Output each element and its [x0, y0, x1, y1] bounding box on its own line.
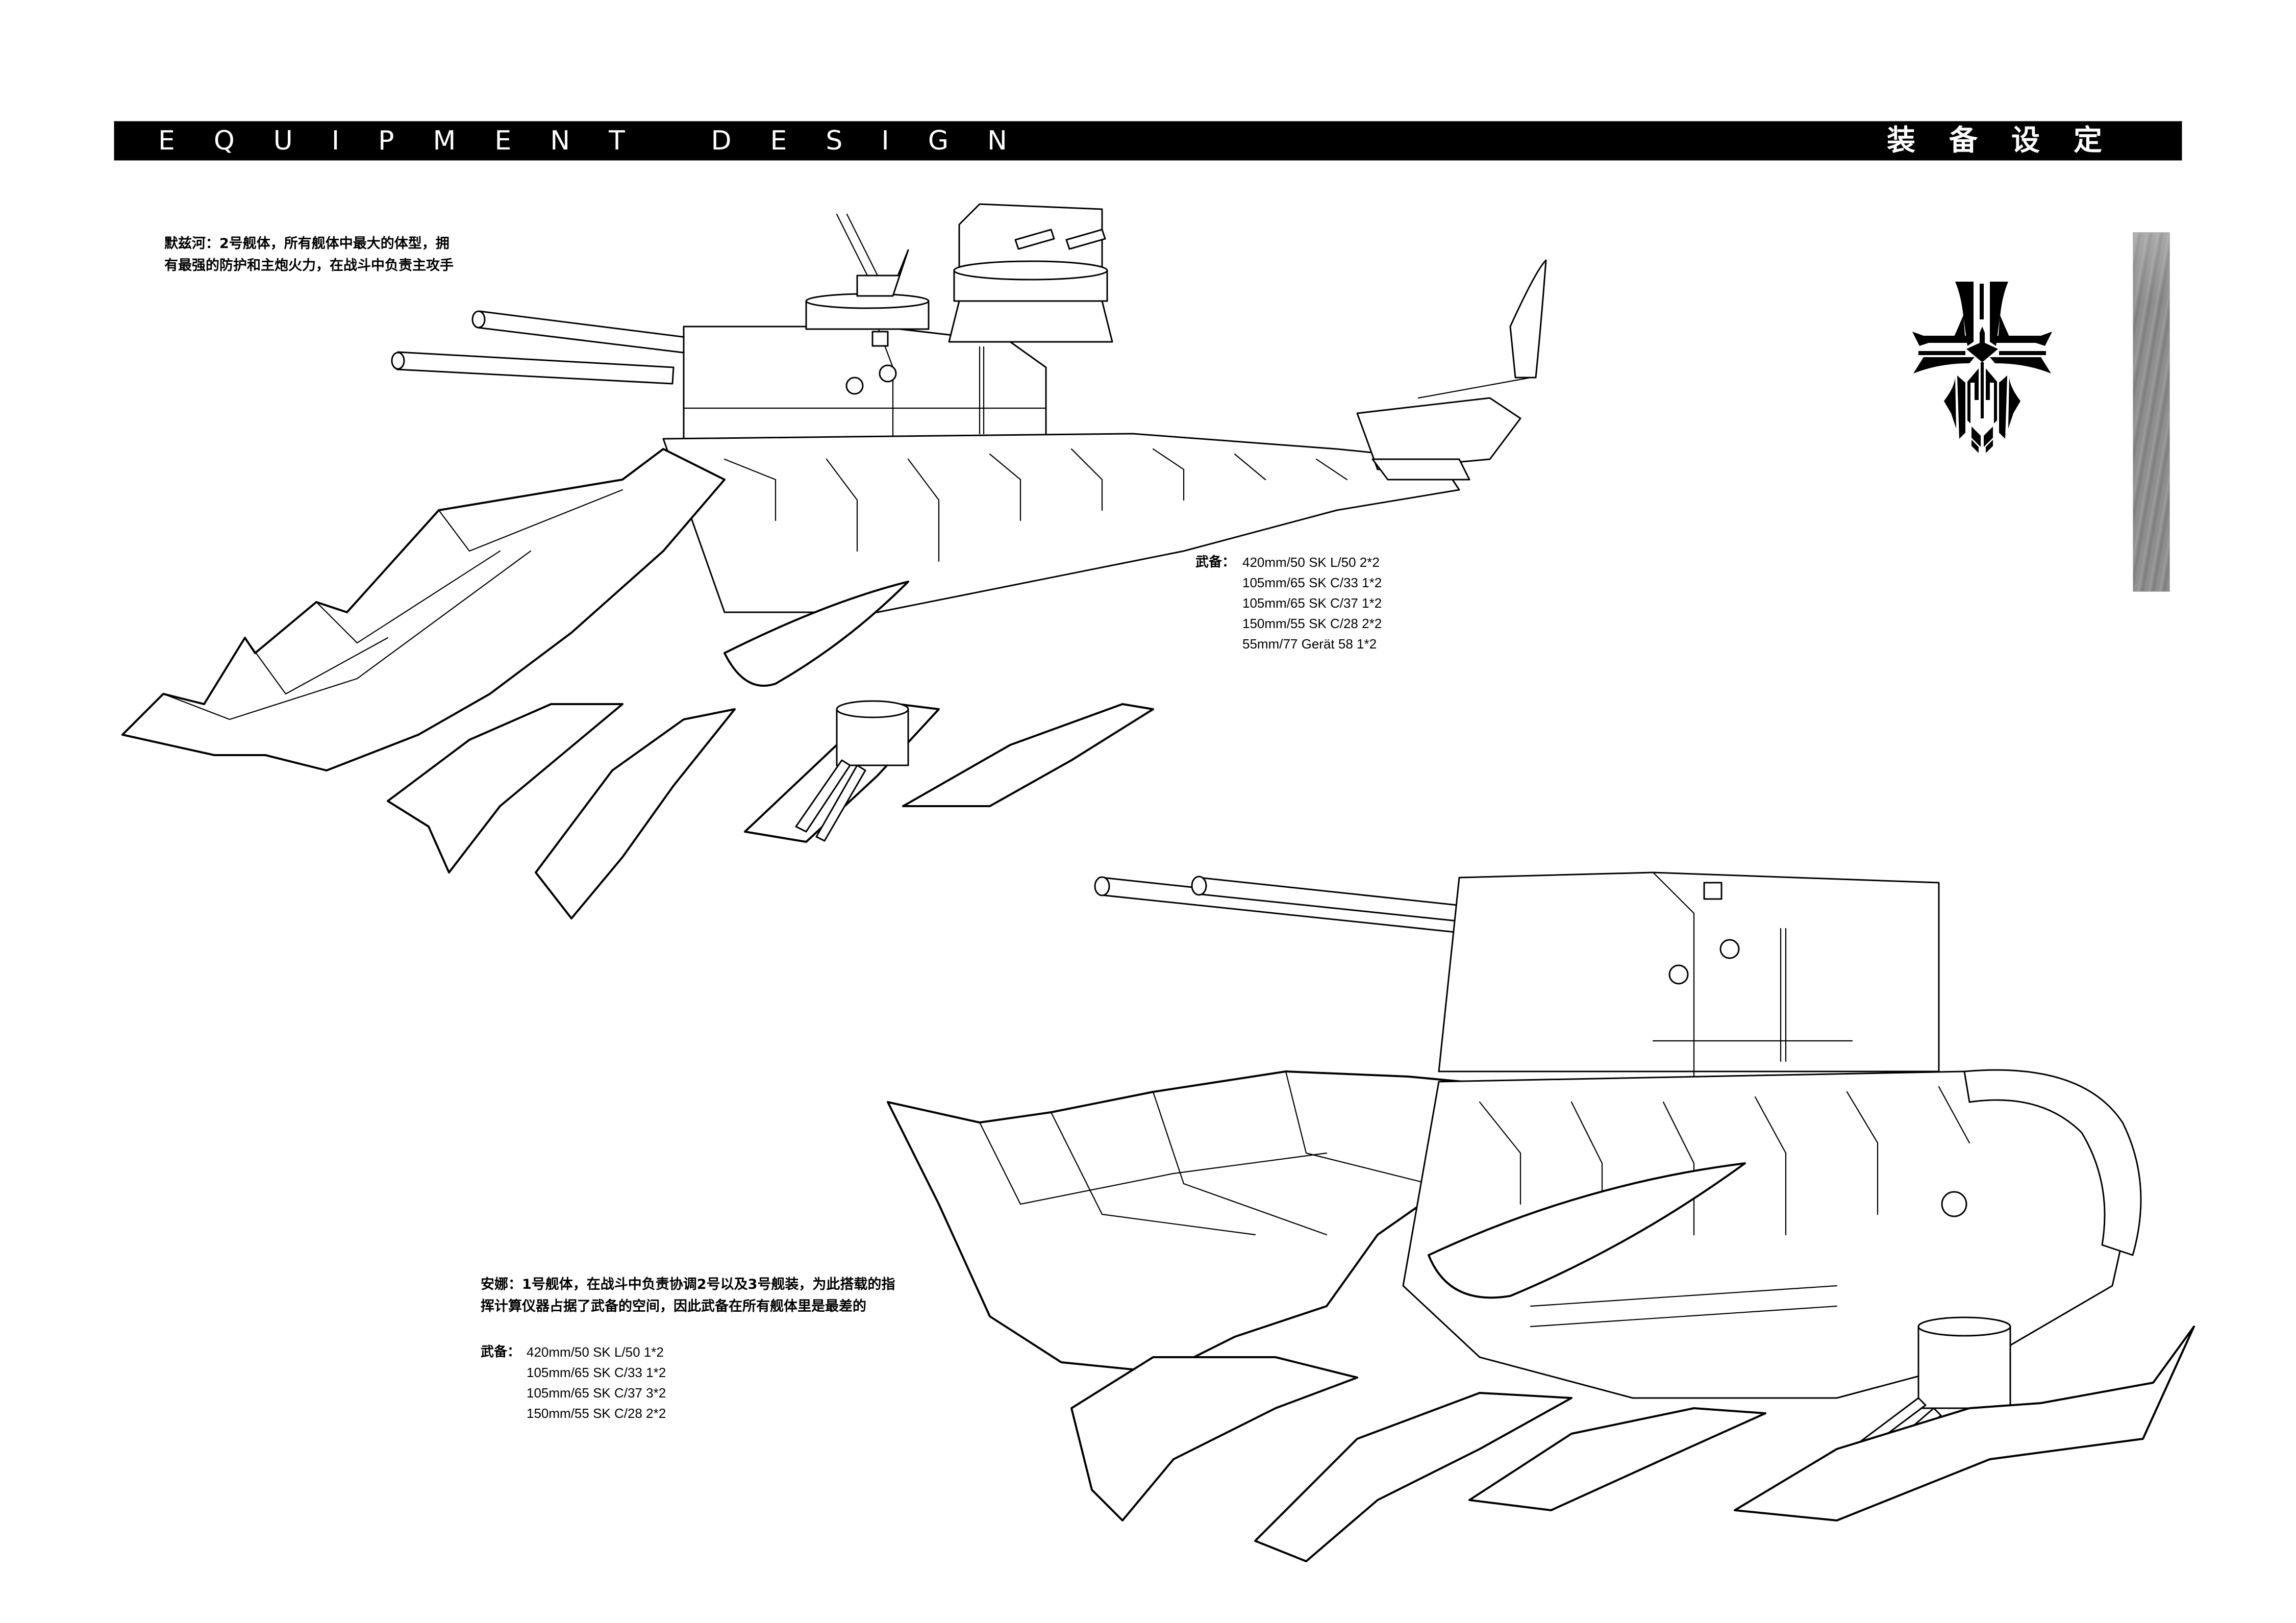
- ship-1-description-line: 安娜：1号舰体，在战斗中负责协调2号以及3号舰装，为此搭载的指: [481, 1277, 895, 1292]
- ship-1-drawing: [867, 796, 2195, 1562]
- armament-item: 420mm/50 SK L/50 2*2: [1242, 555, 1380, 570]
- ship-1-armament: 武备： 420mm/50 SK L/50 1*2 105mm/65 SK C/3…: [481, 1342, 715, 1429]
- ship-2-armament-list: 420mm/50 SK L/50 2*2 105mm/65 SK C/33 1*…: [1242, 552, 1382, 654]
- header-title-english: EQUIPMENT DESIGN: [158, 126, 1046, 156]
- main-gun-barrels: [391, 310, 715, 385]
- armament-item: 105mm/65 SK C/33 1*2: [1242, 575, 1382, 590]
- armament-item: 105mm/65 SK C/33 1*2: [527, 1365, 666, 1380]
- armament-item: 150mm/55 SK C/28 2*2: [1242, 616, 1382, 631]
- ship-1-description-line: 挥计算仪器占据了武备的空间，因此武备在所有舰体里是最差的: [481, 1299, 866, 1314]
- ship-2-armament-label: 武备：: [1195, 555, 1236, 570]
- ship-2-description-line: 有最强的防护和主炮火力，在战斗中负责主攻手: [164, 258, 454, 273]
- ship-2-armament: 武备： 420mm/50 SK L/50 2*2 105mm/65 SK C/3…: [1195, 552, 1430, 659]
- armament-item: 105mm/65 SK C/37 3*2: [527, 1385, 666, 1401]
- ship-1-description: 安娜：1号舰体，在战斗中负责协调2号以及3号舰装，为此搭载的指 挥计算仪器占据了…: [481, 1274, 895, 1317]
- ship-1-armament-label: 武备：: [481, 1344, 521, 1360]
- ship-2-drawing: [112, 194, 1566, 1112]
- armament-item: 105mm/65 SK C/37 1*2: [1242, 595, 1382, 611]
- ship-2-description-line: 默兹河：2号舰体，所有舰体中最大的体型，拥: [164, 236, 450, 252]
- header-title-chinese: 装备设定: [1887, 124, 2136, 157]
- armament-item: 150mm/55 SK C/28 2*2: [527, 1406, 666, 1421]
- ship-1-armament-list: 420mm/50 SK L/50 1*2 105mm/65 SK C/33 1*…: [527, 1342, 666, 1424]
- armament-item: 420mm/50 SK L/50 1*2: [527, 1344, 664, 1360]
- ship-2-description: 默兹河：2号舰体，所有舰体中最大的体型，拥 有最强的防护和主炮火力，在战斗中负责…: [164, 233, 454, 277]
- cross-crest-emblem-icon: [1908, 255, 2056, 459]
- header-bar: EQUIPMENT DESIGN 装备设定: [114, 121, 2182, 161]
- decorative-texture-strip: [2133, 232, 2170, 592]
- armament-item: 55mm/77 Gerät 58 1*2: [1242, 636, 1377, 652]
